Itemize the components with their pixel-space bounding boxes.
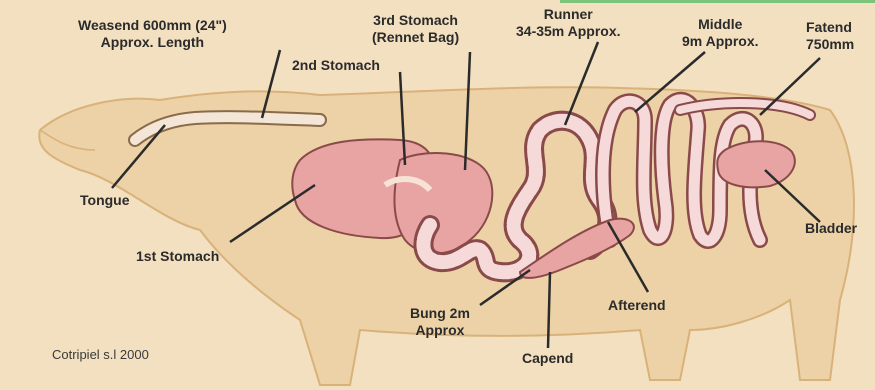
label-weasend-line1: Weasend 600mm (24") <box>78 17 227 34</box>
label-afterend: Afterend <box>608 297 666 314</box>
label-bladder: Bladder <box>805 220 857 237</box>
label-runner: Runner 34-35m Approx. <box>516 6 621 40</box>
copyright-text: Cotripiel s.l 2000 <box>52 347 149 362</box>
label-weasend: Weasend 600mm (24") Approx. Length <box>78 17 227 51</box>
label-fatend: Fatend 750mm <box>806 19 854 53</box>
top-edge-strip <box>560 0 875 3</box>
bladder-shape <box>717 141 794 187</box>
label-fatend-line1: Fatend <box>806 19 854 36</box>
label-capend: Capend <box>522 350 573 367</box>
label-middle: Middle 9m Approx. <box>682 16 759 50</box>
label-third-stomach-line1: 3rd Stomach <box>372 12 459 29</box>
label-third-stomach-line2: (Rennet Bag) <box>372 29 459 46</box>
label-middle-line2: 9m Approx. <box>682 33 759 50</box>
label-bung: Bung 2m Approx <box>410 305 470 339</box>
label-first-stomach: 1st Stomach <box>136 248 219 265</box>
label-tongue: Tongue <box>80 192 130 209</box>
label-weasend-line2: Approx. Length <box>78 34 227 51</box>
label-third-stomach: 3rd Stomach (Rennet Bag) <box>372 12 459 46</box>
label-fatend-line2: 750mm <box>806 36 854 53</box>
label-bung-line1: Bung 2m <box>410 305 470 322</box>
label-bung-line2: Approx <box>410 322 470 339</box>
label-runner-line1: Runner <box>516 6 621 23</box>
label-middle-line1: Middle <box>682 16 759 33</box>
label-second-stomach: 2nd Stomach <box>292 57 380 74</box>
label-runner-line2: 34-35m Approx. <box>516 23 621 40</box>
